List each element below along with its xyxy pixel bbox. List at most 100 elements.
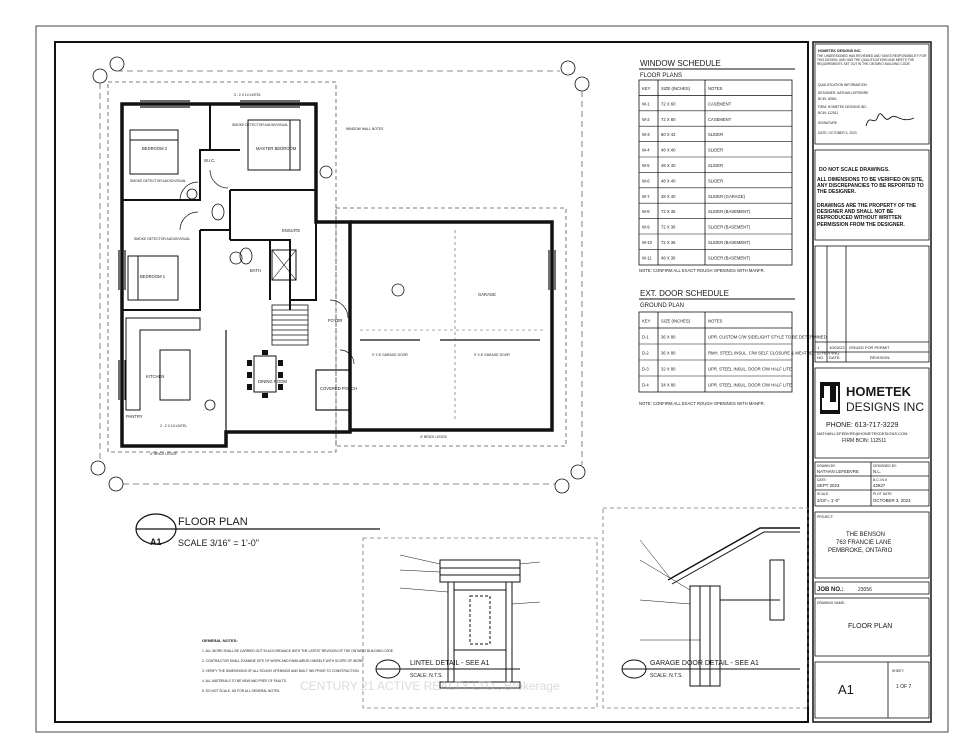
room-master-bedroom: MASTER BEDROOM xyxy=(256,146,297,151)
designer-bcin: BCIN: 40951 xyxy=(818,97,837,101)
window-schedule-row-0-col-0: W-1 xyxy=(642,101,650,106)
door-schedule-row-1-col-2: RMH. STEEL INSUL. C/W SELF CLOSURE & WEA… xyxy=(708,350,839,355)
door-schedule-row-1-col-0: D-2 xyxy=(642,350,649,355)
window-schedule-row-3-col-1: 48 X 40 xyxy=(661,148,676,153)
window-schedule-row-8-col-2: SLIDER (BASEMENT) xyxy=(708,225,751,230)
door-schedule-header-2: NOTES xyxy=(708,318,723,323)
window-schedule-row-8-col-0: W-9 xyxy=(642,225,650,230)
floor-plan-key: A1 xyxy=(150,537,162,547)
note-lintel-2: 2 - 2 X 10 LINTEL xyxy=(160,424,187,428)
door-schedule-row-2-col-1: 32 X 80 xyxy=(661,366,676,371)
room-wic: W.I.C. xyxy=(204,158,215,163)
general-note-2: 2. CONTRACTOR SHALL EXAMINE SITE OF WORK… xyxy=(202,659,364,663)
door-schedule-note: NOTE: CONFIRM ALL EXACT ROUGH OPENINGS W… xyxy=(639,401,765,406)
notice-property: DRAWINGS ARE THE PROPERTY OF THE DESIGNE… xyxy=(817,203,917,228)
drawn-by-value: NATHAN LEFEBVRE xyxy=(817,469,859,474)
window-schedule-row-4-col-1: 48 X 40 xyxy=(661,163,676,168)
date-label: DATE: xyxy=(817,478,827,482)
general-notes-title: GENERAL NOTES: xyxy=(202,638,238,643)
window-schedule-row-7-col-0: W-8 xyxy=(642,209,650,214)
garage-door-detail: GARAGE DOOR DETAIL - SEE A1 SCALE: N.T.S… xyxy=(602,507,809,709)
window-schedule-row-2-col-2: SLIDER xyxy=(708,132,723,137)
window-schedule-subtitle: FLOOR PLANS xyxy=(640,73,682,79)
bcin-value: 42927 xyxy=(873,483,886,488)
window-schedule-row-0-col-2: CASEMENT xyxy=(708,101,732,106)
room-dining: DINING ROOM xyxy=(258,379,287,384)
room-bath: BATH xyxy=(250,268,261,273)
room-bedroom-2: BEDROOM 2 xyxy=(142,146,168,151)
drawing-name-label: DRAWING NAME: xyxy=(817,601,845,605)
window-schedule-row-2-col-1: 60 X 42 xyxy=(661,132,676,137)
revision-row-text: ISSUED FOR PERMIT xyxy=(849,345,890,350)
window-schedule-header-2: NOTES xyxy=(708,86,723,91)
window-schedule-row-4-col-0: W-5 xyxy=(642,163,650,168)
drawing-frame xyxy=(54,41,809,723)
note-garage-door-1: 9' X 8' GARAGE DOOR xyxy=(372,353,408,357)
room-garage: GARAGE xyxy=(478,292,496,297)
designer-firm: FIRM: HOMETEK DESIGNS INC. xyxy=(818,105,868,109)
window-schedule-row-6-col-0: W-7 xyxy=(642,194,650,199)
window-schedule-row-5-col-2: SLIDER xyxy=(708,178,723,183)
logo-block: HOMETEK DESIGNS INC PHONE: 613-717-3229 … xyxy=(814,367,930,459)
door-schedule-title: EXT. DOOR SCHEDULE xyxy=(640,289,729,298)
door-schedule-row-3-col-2: UPR. STEEL INSUL. DOOR C/W HALF LITE xyxy=(708,382,792,387)
garage-detail-title: GARAGE DOOR DETAIL - SEE A1 xyxy=(650,660,759,667)
designer-firm-bcin: BCIN: 112511 xyxy=(818,111,838,115)
window-schedule-row-1-col-1: 72 X 60 xyxy=(661,117,676,122)
floor-plan-title-text: FLOOR PLAN xyxy=(178,516,248,528)
logo-name-line-1: HOMETEK xyxy=(846,384,912,399)
door-schedule-row-1-col-1: 36 X 80 xyxy=(661,350,676,355)
signature-mark xyxy=(865,113,915,127)
floor-plan xyxy=(90,56,590,494)
designer-block: HOMETEK DESIGNS INC. THE UNDERSIGNED HAS… xyxy=(814,43,930,145)
drawing-name-value: FLOOR PLAN xyxy=(848,623,892,630)
sheet-number: A1 xyxy=(838,682,854,697)
window-schedule-row-6-col-1: 48 X 40 xyxy=(661,194,676,199)
notice-do-not-scale: DO NOT SCALE DRAWINGS. xyxy=(819,167,890,173)
note-garage-door-2: 9' X 8' GARAGE DOOR xyxy=(474,353,510,357)
project-label: PROJECT: xyxy=(817,515,833,519)
revision-header-no: NO. xyxy=(817,355,824,360)
window-schedule-row-6-col-2: SLIDER (GARAGE) xyxy=(708,194,746,199)
designer-date: DATE: OCTOBER 3, 2023 xyxy=(818,131,857,135)
designer-responsibility-text: THE UNDERSIGNED HAS REVIEWED AND TAKES R… xyxy=(817,54,927,66)
note-window-wall: WINDOW WALL NOTES xyxy=(346,127,384,131)
window-schedule-row-3-col-0: W-4 xyxy=(642,148,650,153)
note-lintel-1: 3 - 2 X 10 LINTEL xyxy=(234,93,261,97)
window-schedule: WINDOW SCHEDULE FLOOR PLANS KEY SIZE (INC… xyxy=(638,59,795,273)
notice-verify-dimensions: ALL DIMENSIONS TO BE VERIFIED ON SITE, A… xyxy=(817,177,924,196)
window-schedule-row-10-col-2: SLIDER (BASEMENT) xyxy=(708,255,751,260)
door-schedule-header-1: SIZE (INCHES) xyxy=(661,318,691,323)
window-schedule-title: WINDOW SCHEDULE xyxy=(640,59,721,68)
logo-firm-bcin: FIRM BCIN: 112511 xyxy=(842,438,886,444)
realtor-watermark: CENTURY 21 ACTIVE REALTY LTD., Brokerage xyxy=(300,679,560,693)
window-schedule-row-10-col-1: 48 X 36 xyxy=(661,255,676,260)
window-schedule-row-2-col-0: W-3 xyxy=(642,132,650,137)
scale-value: 3/16"= 1'-0" xyxy=(817,498,840,503)
title-frame xyxy=(812,41,932,723)
door-schedule-row-2-col-0: D-3 xyxy=(642,366,649,371)
general-note-1: 1. ALL WORK SHALL BE CARRIED OUT IN ACCO… xyxy=(202,649,394,653)
door-schedule-row-2-col-2: UPR. STEEL INSUL. DOOR C/W HALF LITE xyxy=(708,366,792,371)
window-schedule-row-0-col-1: 72 X 60 xyxy=(661,101,676,106)
job-number-label: JOB NO.: xyxy=(817,587,844,593)
window-schedule-header-0: KEY xyxy=(642,86,651,91)
drawn-by-label: DRAWN BY: xyxy=(817,464,836,468)
note-smoke-3: SMOKE DETECTOR AUDIO/VISUAL xyxy=(134,237,190,241)
revision-row-no: 1 xyxy=(817,345,820,350)
date-value: SEPT 2023 xyxy=(817,483,840,488)
window-schedule-header-1: SIZE (INCHES) xyxy=(661,86,691,91)
window-schedule-row-4-col-2: SLIDER xyxy=(708,163,723,168)
title-block: DRAWN BY: NATHAN LEFEBVRE DESIGNED BY: N… xyxy=(814,461,930,719)
window-schedule-row-5-col-1: 48 X 40 xyxy=(661,178,676,183)
door-schedule-header-0: KEY xyxy=(642,318,651,323)
designed-by-label: DESIGNED BY: xyxy=(873,464,897,468)
window-schedule-row-1-col-0: W-2 xyxy=(642,117,650,122)
window-schedule-row-1-col-2: CASEMENT xyxy=(708,117,732,122)
sheets-label: SHEET: xyxy=(892,669,904,673)
window-schedule-row-9-col-2: SLIDER (BASEMENT) xyxy=(708,240,751,245)
window-schedule-row-7-col-1: 72 X 36 xyxy=(661,209,676,214)
plot-date-label: PLOT DATE: xyxy=(873,492,893,496)
